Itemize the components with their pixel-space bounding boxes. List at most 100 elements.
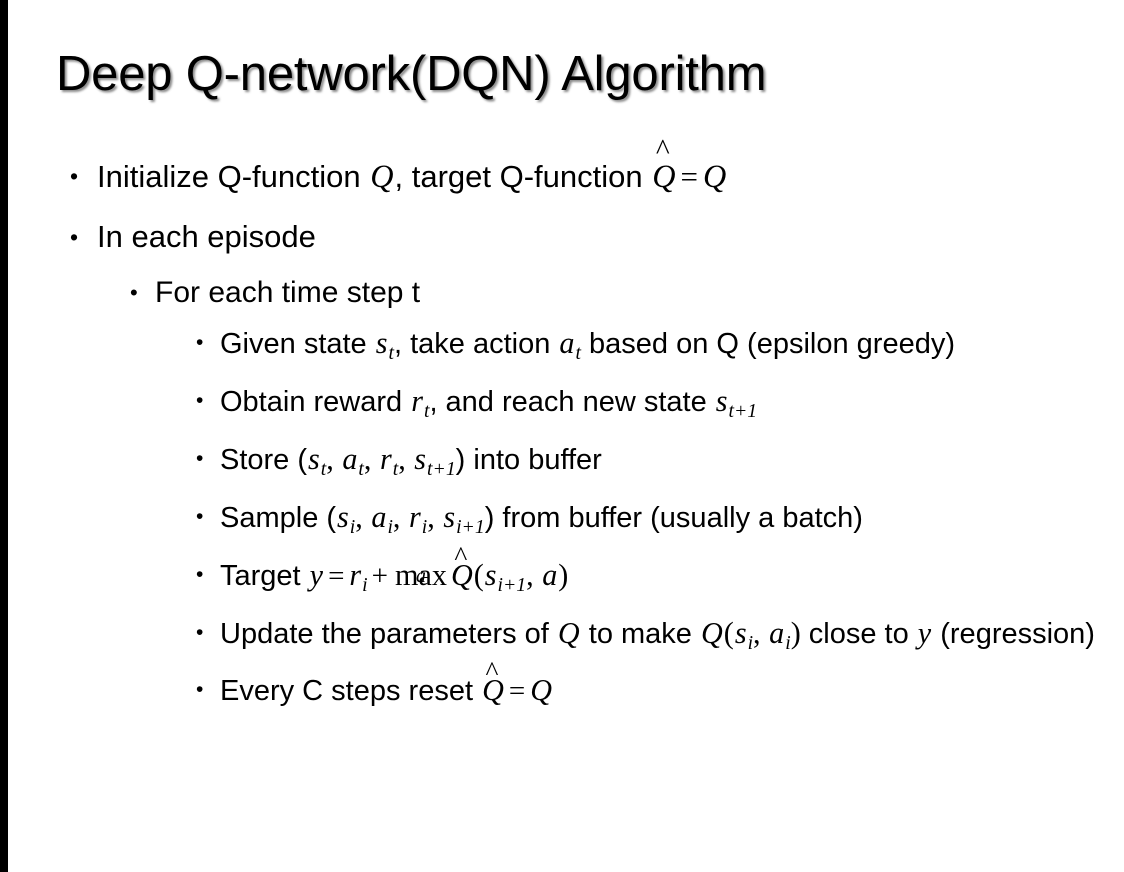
math-var-y: y [917, 615, 932, 650]
text-fragment: to make [580, 617, 700, 650]
math-sub-iplus1: i+1 [497, 573, 527, 596]
hat-accent-icon: ^ [485, 655, 499, 687]
bullet-text: Store (st, at, rt, st+1) into buffer [220, 435, 1104, 493]
hat-accent-icon: ^ [655, 134, 670, 167]
bullet-text: Given state st, take action at based on … [220, 319, 1104, 377]
math-comma: , [753, 615, 769, 650]
math-sub-t: t [392, 457, 399, 480]
math-comma: , [526, 557, 542, 592]
math-var-r: r [349, 557, 362, 592]
math-q-hat: ^Q [450, 541, 474, 600]
bullet-text: In each episode [97, 219, 316, 254]
text-fragment: close to [800, 617, 917, 650]
max-subscript: a [416, 564, 426, 587]
math-sub-t: t [388, 341, 394, 364]
math-var-a: a [559, 326, 575, 360]
bullet-marker-icon: • [196, 388, 204, 412]
text-fragment: Sample ( [220, 501, 337, 534]
math-paren-close: ) [558, 557, 569, 592]
math-sub-iplus1: i+1 [456, 515, 485, 538]
math-sub-i: i [349, 515, 356, 538]
math-equals: = [680, 159, 699, 194]
math-equals: = [328, 559, 345, 592]
math-var-a: a [342, 441, 358, 476]
math-sub-i: i [747, 631, 754, 654]
math-q-hat: ^Q [651, 135, 676, 207]
math-sub-t: t [320, 457, 327, 480]
bullet-marker-icon: • [196, 331, 204, 354]
math-sub-t: t [423, 399, 430, 422]
bullet-reset-target-network: • Every C steps reset ^Q=Q [0, 657, 1124, 715]
text-fragment: , take action [393, 328, 559, 360]
bullet-store-transition: • Store (st, at, rt, st+1) into buffer [0, 435, 1124, 493]
text-fragment: Every C steps reset [220, 675, 482, 708]
slide-body: • Initialize Q-function Q, target Q-func… [0, 135, 1124, 715]
math-var-s: s [734, 615, 747, 650]
text-fragment: based on Q (epsilon greedy) [580, 328, 955, 360]
math-var-r: r [409, 499, 421, 534]
text-fragment: (regression) [932, 617, 1095, 650]
text-fragment: Initialize Q-function [97, 159, 370, 194]
math-var-a: a [542, 557, 558, 592]
math-var-s: s [484, 557, 497, 592]
hat-accent-icon: ^ [454, 539, 468, 571]
max-label: max [395, 557, 447, 592]
math-sub-tplus1: t+1 [427, 457, 456, 480]
text-fragment: Update the parameters of [220, 617, 557, 650]
math-sub-t: t [358, 457, 364, 480]
text-fragment: , and reach new state [429, 385, 715, 418]
math-sub-i: i [387, 515, 393, 538]
math-var-r: r [411, 383, 423, 418]
bullet-marker-icon: • [70, 163, 79, 189]
text-fragment: Obtain reward [220, 385, 411, 418]
math-comma: , [355, 499, 371, 534]
math-var-q: Q [370, 158, 394, 194]
math-sub-i: i [362, 573, 368, 596]
bullet-marker-icon: • [196, 620, 204, 644]
math-var-s: s [375, 326, 388, 360]
math-var-r: r [379, 441, 392, 476]
math-var-q2: Q [703, 158, 727, 194]
math-paren-open: ( [723, 615, 734, 650]
math-var-q: Q [530, 673, 553, 708]
bullet-obtain-reward: • Obtain reward rt, and reach new state … [0, 377, 1124, 435]
text-fragment: Target [220, 559, 309, 592]
left-edge-bar [0, 0, 8, 872]
text-fragment: Store ( [220, 443, 308, 476]
math-sub-t: t [575, 341, 581, 364]
bullet-text: For each time step t [155, 276, 421, 309]
bullet-marker-icon: • [196, 504, 204, 528]
page-title: Deep Q-network(DQN) Algorithm [56, 47, 767, 101]
bullet-update-parameters: • Update the parameters of Q to make Q(s… [0, 609, 1124, 667]
bullet-initialize: • Initialize Q-function Q, target Q-func… [0, 135, 1124, 207]
math-var-y: y [309, 557, 324, 592]
math-q-hat: ^Q [481, 657, 505, 715]
bullet-in-each-episode: • In each episode [0, 207, 1124, 267]
math-var-a: a [371, 499, 387, 534]
bullet-sample-from-buffer: • Sample (si, ai, ri, si+1) from buffer … [0, 493, 1124, 551]
math-var-qhat: Q [482, 673, 504, 708]
bullet-marker-icon: • [196, 562, 204, 586]
math-var-s: s [715, 383, 728, 418]
math-plus: + [371, 559, 389, 592]
math-paren-open: ( [473, 557, 484, 592]
math-var-a: a [769, 615, 785, 650]
text-fragment: ) into buffer [455, 443, 602, 476]
math-comma: , [392, 499, 408, 534]
bullet-given-state: • Given state st, take action at based o… [0, 319, 1124, 377]
math-sub-tplus1: t+1 [728, 399, 758, 422]
math-var-qhat: Q [652, 158, 676, 194]
bullet-marker-icon: • [70, 224, 79, 250]
math-var-s2: s [414, 441, 427, 476]
bullet-text: Every C steps reset ^Q=Q [220, 657, 1104, 715]
math-comma: , [398, 441, 414, 476]
math-paren-close: ) [790, 615, 801, 650]
text-fragment: Given state [220, 328, 375, 360]
bullet-text: Sample (si, ai, ri, si+1) from buffer (u… [220, 493, 1104, 551]
math-comma: , [326, 441, 342, 476]
bullet-text: Initialize Q-function Q, target Q-functi… [97, 135, 1124, 207]
